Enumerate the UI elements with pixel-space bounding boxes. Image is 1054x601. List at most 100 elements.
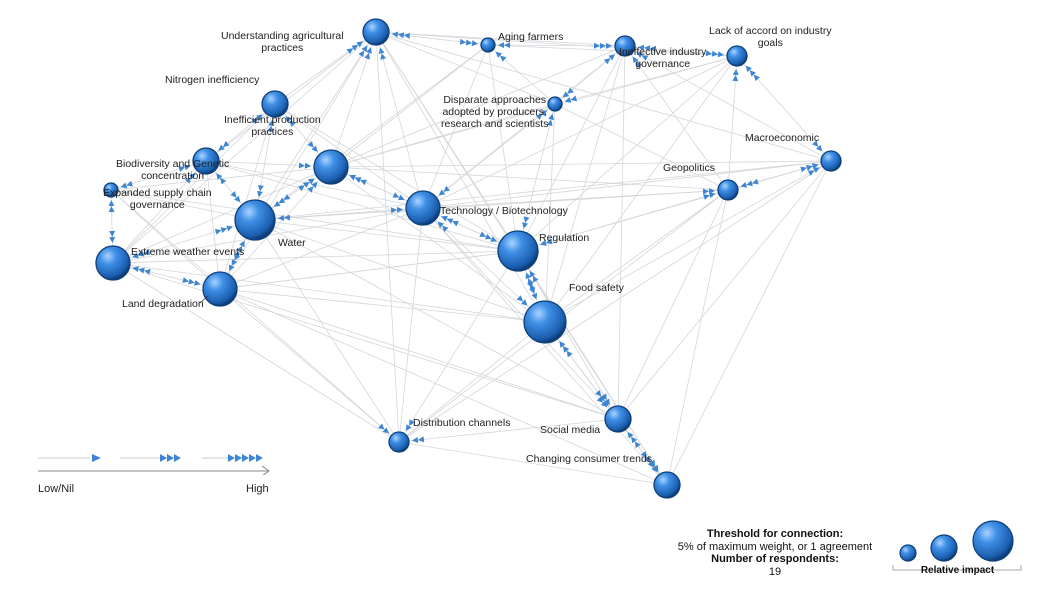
- edge-nitrogen-land: [219, 103, 276, 290]
- arrowhead-macro-to-accord: [753, 74, 760, 82]
- edge-disparate-inefficient: [330, 103, 556, 168]
- arrowhead-aging-to-understanding: [403, 32, 411, 39]
- arrowhead-understanding-to-aging: [471, 40, 479, 47]
- arrowhead-biodiversity-to-water: [230, 191, 237, 198]
- arrowhead-geopolitics-to-accord: [732, 74, 739, 82]
- edge-geopolitics-regulation: [517, 189, 729, 252]
- arrowhead-nitrogen-to-water: [257, 184, 264, 192]
- arrowhead-biodiversity-to-nitrogen: [256, 114, 263, 121]
- connection-info: Threshold for connection: 5% of maximum …: [640, 528, 910, 578]
- edge-disparate-geopolitics: [554, 103, 729, 191]
- arrowhead-macro-to-accord: [745, 65, 752, 73]
- arrowhead-water-to-understanding: [358, 50, 365, 58]
- arrowhead-land-to-distribution: [382, 427, 390, 434]
- node-layer: [95, 18, 842, 499]
- arrowhead-disparate-to-technology: [443, 185, 450, 192]
- edge-food-distribution: [398, 321, 546, 443]
- arrowhead-social-to-regulation: [529, 270, 536, 278]
- edge-land-food: [219, 288, 546, 323]
- edge-land-consumer: [219, 288, 668, 486]
- edge-extreme-land: [112, 262, 221, 290]
- arrowhead-water-to-inefficient: [303, 181, 310, 188]
- arrowhead-ineffective-to-disparate: [562, 91, 570, 98]
- arrowhead-regulation-to-technology: [441, 215, 448, 222]
- edge-aging-accord: [487, 44, 738, 57]
- arrowhead-water-to-biodiversity: [216, 173, 223, 180]
- arrowhead-geopolitics-to-accord: [732, 68, 739, 76]
- edge-regulation-consumer: [517, 250, 668, 486]
- edge-land-distribution: [219, 288, 400, 443]
- arrowhead-regulation-to-distribution: [405, 424, 412, 431]
- arrowhead-macro-to-accord: [749, 70, 756, 77]
- edge-accord-technology: [422, 55, 738, 209]
- arrowhead-land-to-distribution: [378, 423, 385, 430]
- node-label-macro: Macroeconomic: [745, 132, 820, 144]
- edge-understanding-land: [219, 31, 377, 290]
- arrowhead-land-to-inefficient: [311, 181, 318, 189]
- node-social: [604, 405, 632, 433]
- arrowhead-nitrogen-to-understanding: [346, 48, 354, 55]
- edge-nitrogen-technology: [274, 103, 424, 209]
- edge-supply-regulation: [110, 189, 519, 252]
- edge-geopolitics-food: [544, 189, 729, 323]
- edge-nitrogen-regulation: [274, 103, 519, 252]
- arrowhead-inefficient-to-technology: [392, 192, 400, 198]
- arrowhead-social-to-consumer: [640, 451, 647, 458]
- arrowhead-social-to-food: [566, 350, 573, 358]
- arrowhead-regulation-to-distribution: [409, 419, 415, 426]
- arrowhead-technology-to-disparate: [535, 113, 543, 120]
- node-label-nitrogen: Nitrogen inefficiency: [165, 74, 260, 86]
- land-degradation-leader: [199, 295, 209, 304]
- threshold-value: 5% of maximum weight, or 1 agreement: [677, 540, 873, 553]
- arrowhead-water-to-extreme: [143, 249, 151, 255]
- arrowhead-accord-to-macro: [812, 140, 819, 147]
- edge-ineffective-macro: [624, 45, 832, 162]
- arrowhead-water-to-inefficient: [307, 178, 315, 185]
- arrowhead-regulation-to-inefficient: [354, 177, 362, 183]
- edge-technology-consumer: [422, 207, 668, 486]
- arrowhead-macro-to-regulation: [545, 238, 553, 245]
- node-extreme: [95, 245, 131, 281]
- node-distribution: [388, 431, 410, 453]
- arrowhead-disparate-to-technology: [438, 189, 446, 196]
- arrowhead-biodiversity-to-inefficient: [304, 162, 312, 169]
- node-land: [202, 271, 238, 307]
- arrowhead-aging-to-ineffective: [605, 42, 613, 49]
- node-label-food: Food safety: [569, 282, 624, 294]
- arrowhead-ineffective-to-accord: [711, 50, 719, 57]
- edge-aging-water: [254, 44, 489, 221]
- edge-technology-distribution: [398, 207, 424, 443]
- edge-understanding-accord: [375, 31, 738, 57]
- edge-land-regulation: [219, 250, 519, 290]
- edge-understanding-disparate: [375, 31, 556, 105]
- arrowhead-inefficient-to-nitrogen: [289, 120, 296, 127]
- arrowhead-ineffective-to-aging: [497, 42, 505, 49]
- arrowhead-technology-to-food: [521, 299, 528, 306]
- scale-low-label: Low/Nil: [38, 483, 75, 495]
- edge-macro-consumer: [666, 160, 832, 486]
- arrowhead-technology-to-social: [600, 400, 608, 408]
- edge-nitrogen-biodiversity: [205, 103, 276, 162]
- edge-water-regulation: [254, 219, 519, 252]
- arrowhead-regulation-to-social: [604, 398, 610, 406]
- node-label-social: Social media: [540, 424, 601, 436]
- arrowhead-land-to-water: [236, 245, 242, 253]
- edge-geopolitics-social: [617, 189, 729, 420]
- arrowhead-accord-to-macro: [816, 144, 823, 152]
- edge-geopolitics-water: [254, 189, 729, 221]
- arrowhead-disparate-to-regulation: [523, 216, 530, 223]
- edge-nitrogen-extreme: [112, 103, 276, 264]
- node-label-technology: Technology / Biotechnology: [440, 205, 568, 217]
- arrowhead-regulation-to-technology: [452, 220, 459, 227]
- edge-distribution-social: [398, 418, 619, 443]
- scale-high-label: High: [246, 483, 269, 495]
- arrowhead-ineffective-to-disparate: [567, 87, 574, 94]
- arrowhead-regulation-to-consumer: [649, 459, 656, 467]
- arrowhead-land-to-water: [239, 240, 245, 248]
- edge-extreme-distribution: [112, 262, 400, 443]
- edge-biodiversity-regulation: [205, 160, 519, 252]
